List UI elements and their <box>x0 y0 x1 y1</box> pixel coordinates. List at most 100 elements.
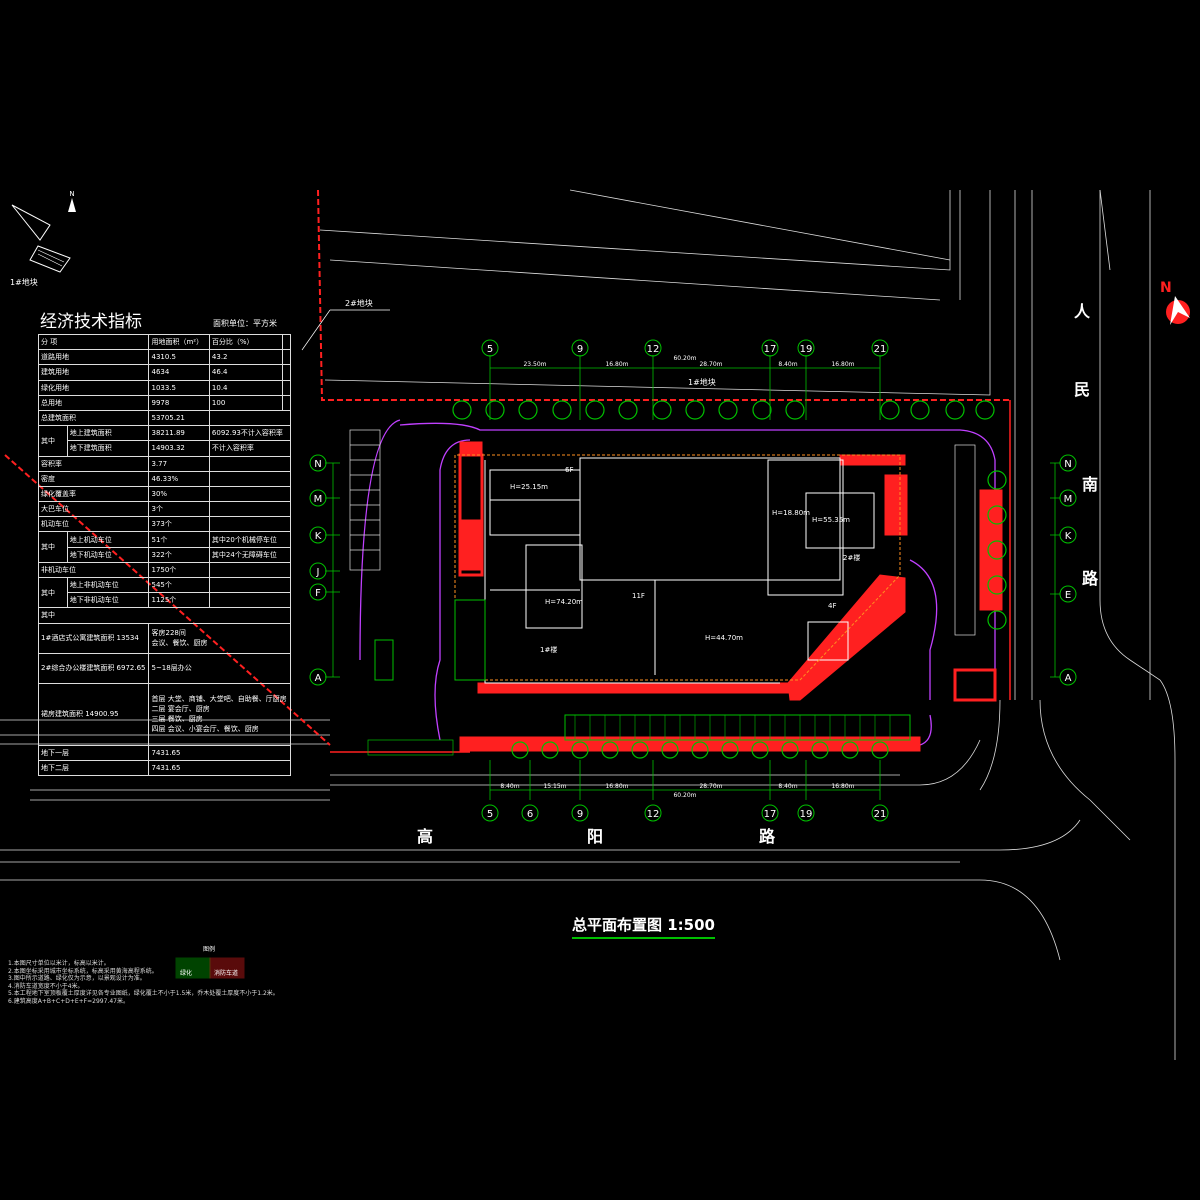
table-cell: 密度 <box>37 470 150 487</box>
axis-top-5: 5 <box>487 344 493 355</box>
building-1-label: 1#楼 <box>540 645 557 654</box>
dim-bottom-3: 16.80m <box>605 783 628 790</box>
dim-top-1: 23.50m <box>523 361 546 368</box>
dim-top-6: 16.80m <box>831 361 854 368</box>
dim-bottom-6: 8.40m <box>778 783 797 790</box>
dim-bottom-7: 16.80m <box>831 783 854 790</box>
axis-top-17: 17 <box>764 344 777 355</box>
table-cell: 地上非机动车位 <box>66 576 150 594</box>
table-cell: 30% <box>148 485 210 503</box>
table-row: 1#酒店式公寓建筑面积 13534 客房228间 会议、餐饮、厨房 <box>37 622 291 654</box>
table-cell: 9978 <box>148 394 210 411</box>
road-label-east: 人 民 南 路 <box>1074 302 1099 588</box>
table-cell: 3个 <box>148 501 210 518</box>
table-cell <box>208 576 292 594</box>
road-east-char-1: 人 <box>1074 302 1091 321</box>
table-cell: 总建筑面积 <box>37 409 150 427</box>
lot-label-2: 2#地块 <box>345 298 373 308</box>
table-cell: 首层 大堂、商铺、大堂吧、自助餐、厅厨房 二层 宴会厅、厨房 三层 餐饮、厨房 … <box>148 682 291 746</box>
table-cell: 1033.5 <box>148 379 210 396</box>
axis-left-K: K <box>315 531 322 542</box>
axis-left-M: M <box>314 494 323 505</box>
table-cell: 其中20个机械停车位 <box>208 531 292 548</box>
table-header-cell <box>282 333 291 351</box>
table-row: 裙房建筑面积 14900.95 首层 大堂、商铺、大堂吧、自助餐、厅厨房 二层 … <box>37 682 291 746</box>
table-cell: 地下机动车位 <box>66 546 150 563</box>
table-header-cell: 用地面积（m²） <box>148 333 210 351</box>
table-cell-qizhong: 其中 <box>38 425 68 457</box>
building-6f-label: 6F <box>565 466 573 474</box>
note-line: 3.图中所示道路、绿化仅为示意，以景观设计为准。 <box>8 975 146 982</box>
axis-right-M: M <box>1064 494 1073 505</box>
dim-top-5: 8.40m <box>778 361 797 368</box>
table-cell: 46.4 <box>208 364 284 381</box>
table-cell <box>282 349 291 366</box>
axis-bottom-5: 5 <box>487 809 493 820</box>
lot-label-1: 1#地块 <box>688 377 716 387</box>
table-row: 地下一层 7431.65 <box>37 744 291 761</box>
table-row: 非机动车位 1750个 <box>37 561 292 579</box>
north-arrow: N <box>1160 280 1190 325</box>
table-cell <box>208 592 292 609</box>
table-cell-qizhong: 其中 <box>38 531 68 563</box>
table-row: 机动车位 373个 <box>37 516 292 533</box>
table-row: 地下非机动车位 1125个 <box>39 592 292 609</box>
building-2-height: H=55.35m <box>812 516 850 524</box>
axis-left-J: J <box>316 567 320 578</box>
table-cell: 地下建筑面积 <box>66 440 150 457</box>
table-cell: 100 <box>208 394 284 411</box>
table-cell <box>208 455 292 472</box>
road-south-char-1: 高 <box>417 827 433 846</box>
note-line: 4.消防车道宽度不小于4米。 <box>8 982 84 990</box>
table-cell: 地上建筑面积 <box>66 425 150 442</box>
table-cell: 非机动车位 <box>37 561 150 579</box>
table-cell: 裙房建筑面积 14900.95 <box>37 682 150 746</box>
table-cell: 地上机动车位 <box>66 531 150 548</box>
road-south-char-3: 路 <box>759 827 776 846</box>
table-header-row: 分 项 用地面积（m²） 百分比（%） <box>37 333 291 351</box>
table-cell: 4310.5 <box>148 349 210 366</box>
drawing-notes: 1.本图尺寸单位以米计，标高以米计。 2.本图坐标采用城市坐标系统，标高采用黄海… <box>8 960 279 1005</box>
road-east-char-4: 路 <box>1082 569 1099 588</box>
table-row: 大巴车位 3个 <box>37 501 292 518</box>
axis-top-21: 21 <box>874 344 887 355</box>
note-line: 5.本工程地下室顶板覆土厚度详见各专业图纸，绿化覆土不小于1.5米，乔木处覆土厚… <box>8 990 279 997</box>
table-cell: 53705.21 <box>148 409 210 427</box>
legend-title: 图例 <box>203 946 216 953</box>
road-south-char-2: 阳 <box>587 827 603 846</box>
axis-bottom-21: 21 <box>874 809 887 820</box>
table-row: 其中 <box>38 607 291 624</box>
table-header-cell: 分 项 <box>37 333 150 351</box>
note-line: 2.本图坐标采用城市坐标系统，标高采用黄海高程系统。 <box>8 967 158 975</box>
legend-item-green: 绿化 <box>180 969 192 977</box>
table-cell <box>208 470 292 487</box>
table-cell: 地下二层 <box>37 759 150 776</box>
table-cell <box>282 379 291 396</box>
table-row: 密度 46.33% <box>37 470 292 487</box>
road-label-south: 高 阳 路 <box>417 827 776 846</box>
table-cell: 373个 <box>148 516 210 533</box>
legend: 绿化 消防车道 <box>175 957 245 979</box>
axis-labels: 5 9 12 17 19 21 5 6 9 12 17 19 21 N M K … <box>314 344 1073 820</box>
axis-right-N: N <box>1064 459 1071 470</box>
table-row: 容积率 3.77 <box>37 455 292 472</box>
road-east-char-2: 民 <box>1074 380 1090 399</box>
economic-indicators-table: 分 项 用地面积（m²） 百分比（%） 道路用地 4310.5 43.2 建筑用… <box>37 333 292 776</box>
table-header-cell: 百分比（%） <box>208 333 284 351</box>
table-cell: 43.2 <box>208 349 284 366</box>
building-4f-height: H=18.80m <box>772 509 810 517</box>
key-plan: N 1#地块 <box>10 190 76 287</box>
table-cell: 6092.93不计入容积率 <box>208 425 292 442</box>
table-cell: 地下一层 <box>37 744 150 761</box>
axis-bottom-12: 12 <box>647 809 660 820</box>
table-cell: 1#酒店式公寓建筑面积 13534 <box>37 622 150 654</box>
building-1-height: H=74.20m <box>545 598 583 606</box>
table-cell <box>282 364 291 381</box>
building-4f-label: 4F <box>828 602 836 610</box>
table-cell <box>282 394 291 411</box>
axis-left-F: F <box>315 588 321 599</box>
table-cell: 46.33% <box>148 470 210 487</box>
axis-bottom-17: 17 <box>764 809 777 820</box>
table-row: 其中 地上建筑面积 38211.89 6092.93不计入容积率 <box>38 425 292 457</box>
